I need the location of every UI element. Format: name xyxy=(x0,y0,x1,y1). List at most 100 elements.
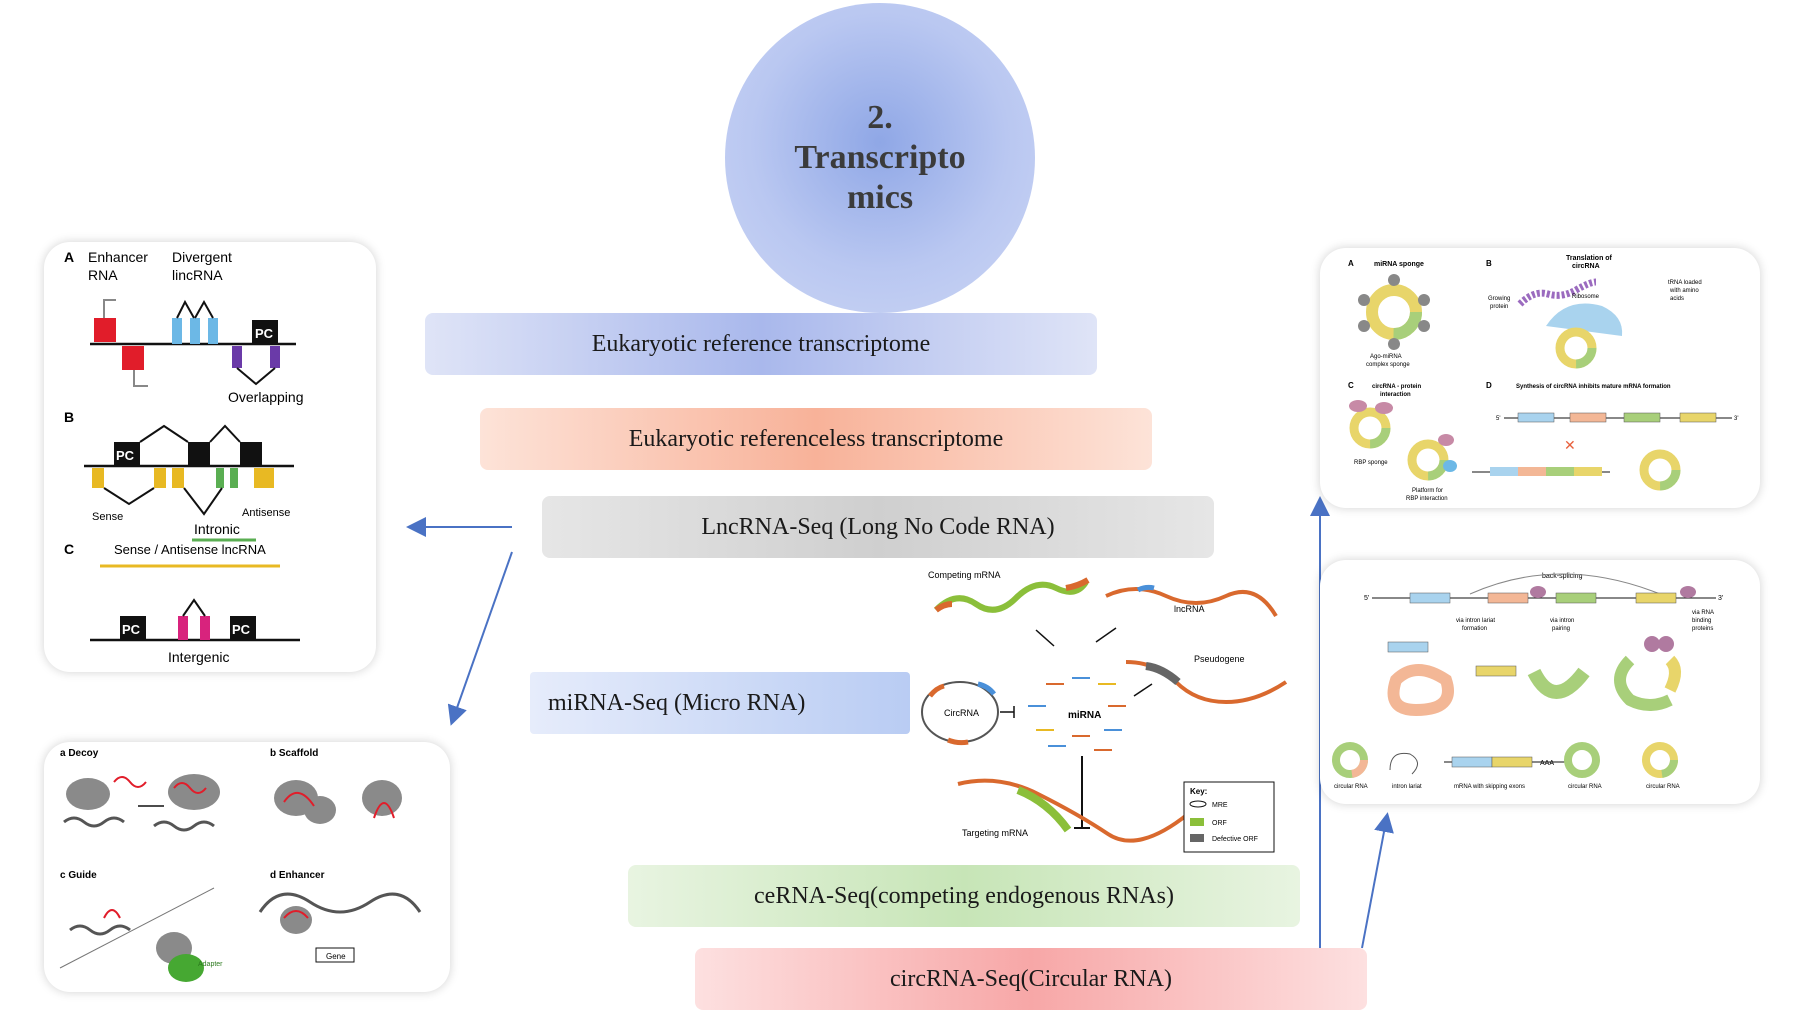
svg-text:circular RNA: circular RNA xyxy=(1334,784,1368,790)
svg-text:mRNA with skipping exons: mRNA with skipping exons xyxy=(1454,784,1525,790)
label-decoy: a Decoy xyxy=(60,748,99,759)
svg-text:AAA: AAA xyxy=(1540,760,1554,767)
label-guide: c Guide xyxy=(60,870,97,881)
key-title: Key: xyxy=(1190,787,1207,796)
svg-text:Ribosome: Ribosome xyxy=(1572,294,1600,300)
svg-text:C: C xyxy=(1348,381,1354,390)
svg-text:PC: PC xyxy=(116,448,135,463)
label-scaffold: b Scaffold xyxy=(270,748,318,759)
pc-label: PC xyxy=(255,326,274,341)
svg-text:protein: protein xyxy=(1490,304,1508,310)
key-mre: MRE xyxy=(1212,802,1228,809)
band-mirna-seq: miRNA-Seq (Micro RNA) xyxy=(530,672,910,734)
label-sense-antisense: Sense / Antisense lncRNA xyxy=(114,542,266,557)
svg-text:pairing: pairing xyxy=(1552,626,1570,632)
svg-text:binding: binding xyxy=(1692,618,1711,624)
label-lincrna: lincRNA xyxy=(172,267,223,283)
label-competing-mrna: Competing mRNA xyxy=(928,570,1001,580)
svg-text:circular RNA: circular RNA xyxy=(1646,784,1680,790)
svg-text:3': 3' xyxy=(1734,416,1738,422)
label-antisense: Antisense xyxy=(242,507,290,519)
lncrna-classification-figure: A Enhancer RNA Divergent lincRNA PC Over… xyxy=(64,249,304,665)
band-cerna-seq: ceRNA-Seq(competing endogenous RNAs) xyxy=(628,865,1300,927)
svg-text:intron lariat: intron lariat xyxy=(1392,784,1422,790)
label-intronic: Intronic xyxy=(194,521,240,537)
label-overlapping: Overlapping xyxy=(228,389,304,405)
svg-text:complex sponge: complex sponge xyxy=(1366,362,1410,368)
title-line1: 2. xyxy=(867,99,893,136)
lncrna-function-figure: a Decoy b Scaffold c Guide d Enhancer Ad… xyxy=(59,748,422,982)
svg-text:D: D xyxy=(1486,381,1492,390)
svg-text:A: A xyxy=(1348,259,1354,268)
title-text: 2. Transcripto mics xyxy=(780,98,980,218)
title-line3: mics xyxy=(846,179,914,216)
label-mirna: miRNA xyxy=(1068,710,1101,721)
title-line2: Transcripto xyxy=(794,139,966,176)
svg-text:Platform for: Platform for xyxy=(1412,488,1443,494)
svg-text:miRNA sponge: miRNA sponge xyxy=(1374,261,1424,268)
cerna-network-figure: Competing mRNA lncRNA Pseudogene CircRNA… xyxy=(921,570,1288,853)
svg-text:circular RNA: circular RNA xyxy=(1568,784,1602,790)
band-label: Eukaryotic referenceless transcriptome xyxy=(628,425,1004,452)
label-adapter: Adapter xyxy=(198,961,223,968)
label-a: A xyxy=(64,249,74,265)
svg-text:with amino: with amino xyxy=(1669,288,1699,294)
label-rna: RNA xyxy=(88,267,118,283)
svg-text:PC: PC xyxy=(232,622,251,637)
label-c: C xyxy=(64,541,74,557)
svg-text:formation: formation xyxy=(1462,626,1487,632)
label-enhancer: Enhancer xyxy=(88,249,148,265)
svg-text:Ago-miRNA: Ago-miRNA xyxy=(1370,354,1402,360)
svg-text:Translation of: Translation of xyxy=(1566,255,1613,262)
svg-text:RBP interaction: RBP interaction xyxy=(1406,496,1448,502)
svg-text:3': 3' xyxy=(1718,595,1723,602)
svg-text:PC: PC xyxy=(122,622,141,637)
svg-text:B: B xyxy=(1486,259,1492,268)
svg-text:via intron: via intron xyxy=(1550,618,1574,624)
band-eukaryotic-reference: Eukaryotic reference transcriptome xyxy=(425,313,1097,375)
svg-text:circRNA: circRNA xyxy=(1572,263,1600,270)
svg-text:interaction: interaction xyxy=(1380,392,1411,398)
svg-text:via intron lariat: via intron lariat xyxy=(1456,618,1495,624)
circrna-biogenesis-figure: back-splicing 5' 3' via intron lariat fo… xyxy=(1332,573,1723,790)
band-lncrna-seq: LncRNA-Seq (Long No Code RNA) xyxy=(542,496,1214,558)
svg-text:5': 5' xyxy=(1364,595,1369,602)
lncrna-classification-panel: A Enhancer RNA Divergent lincRNA PC Over… xyxy=(44,242,376,672)
svg-text:acids: acids xyxy=(1670,296,1684,302)
svg-text:circRNA - protein: circRNA - protein xyxy=(1372,384,1421,390)
label-intergenic: Intergenic xyxy=(168,649,229,665)
band-label: ceRNA-Seq(competing endogenous RNAs) xyxy=(754,882,1174,909)
label-gene: Gene xyxy=(326,952,346,961)
band-label: Eukaryotic reference transcriptome xyxy=(591,330,931,357)
band-circrna-seq: circRNA-Seq(Circular RNA) xyxy=(695,948,1367,1010)
cerna-network-panel: Competing mRNA lncRNA Pseudogene CircRNA… xyxy=(918,566,1288,858)
band-eukaryotic-referenceless: Eukaryotic referenceless transcriptome xyxy=(480,408,1152,470)
label-enhancer: d Enhancer xyxy=(270,870,325,881)
arrow-to-function-panel xyxy=(447,551,513,726)
label-divergent: Divergent xyxy=(172,249,232,265)
arrow-to-circ-panel2 xyxy=(1361,812,1394,949)
label-targeting-mrna: Targeting mRNA xyxy=(962,828,1028,838)
svg-text:✕: ✕ xyxy=(1564,437,1576,453)
band-label: circRNA-Seq(Circular RNA) xyxy=(890,965,1172,992)
circrna-biogenesis-panel: back-splicing 5' 3' via intron lariat fo… xyxy=(1320,560,1760,804)
title-circle: 2. Transcripto mics xyxy=(725,3,1035,313)
svg-text:RBP sponge: RBP sponge xyxy=(1354,460,1388,466)
circrna-function-figure: A miRNA sponge Ago-miRNA complex sponge … xyxy=(1348,255,1738,502)
label-pseudogene: Pseudogene xyxy=(1194,654,1245,664)
svg-text:Growing: Growing xyxy=(1488,296,1510,302)
label-sense: Sense xyxy=(92,511,123,523)
band-label: miRNA-Seq (Micro RNA) xyxy=(548,689,806,716)
band-label: LncRNA-Seq (Long No Code RNA) xyxy=(701,513,1055,540)
svg-text:Synthesis of circRNA inhibits: Synthesis of circRNA inhibits mature mRN… xyxy=(1516,384,1671,390)
enhancer-block xyxy=(94,318,116,342)
svg-text:tRNA loaded: tRNA loaded xyxy=(1668,280,1702,286)
label-lncrna: lncRNA xyxy=(1174,604,1205,614)
svg-text:proteins: proteins xyxy=(1692,626,1713,632)
circrna-function-panel: A miRNA sponge Ago-miRNA complex sponge … xyxy=(1320,248,1760,508)
label-circrna: CircRNA xyxy=(944,708,979,718)
label-b: B xyxy=(64,409,74,425)
svg-text:back-splicing: back-splicing xyxy=(1542,573,1583,580)
svg-text:5': 5' xyxy=(1496,416,1500,422)
svg-text:via RNA: via RNA xyxy=(1692,610,1714,616)
